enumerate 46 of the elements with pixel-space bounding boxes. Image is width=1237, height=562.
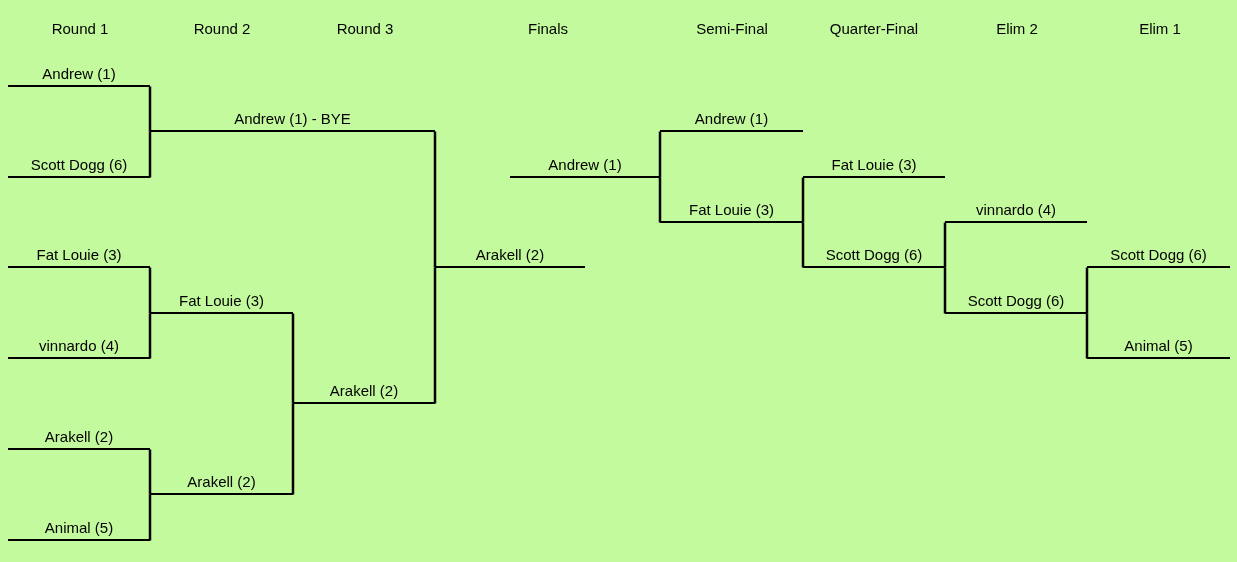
bracket-slot: Animal (5) [1087, 337, 1230, 359]
column-heading: Semi-Final [695, 20, 769, 37]
bracket-slot: Fat Louie (3) [660, 201, 803, 223]
bracket-connector [943, 267, 947, 314]
bracket-slot: Andrew (1) [660, 110, 803, 132]
bracket-connector [943, 222, 947, 268]
bracket-slot: vinnardo (4) [8, 337, 150, 359]
bracket-connector [801, 177, 805, 223]
bracket-slot: Animal (5) [8, 519, 150, 541]
bracket-slot: Fat Louie (3) [150, 292, 293, 314]
bracket-slot: Andrew (1) [510, 156, 660, 178]
column-heading: Round 3 [335, 20, 395, 37]
bracket-connector [1085, 313, 1089, 359]
bracket-slot: Andrew (1) - BYE [150, 110, 435, 132]
bracket-connector [148, 494, 152, 541]
column-heading: Round 1 [50, 20, 110, 37]
bracket-connector [148, 86, 152, 132]
bracket-slot: Scott Dogg (6) [8, 156, 150, 178]
bracket-connector [658, 177, 662, 223]
bracket-connector [148, 267, 152, 314]
column-heading: Quarter-Final [828, 20, 920, 37]
column-heading: Elim 1 [1138, 20, 1182, 37]
bracket-connector [433, 267, 437, 404]
bracket-connector [658, 131, 662, 178]
bracket-slot: Andrew (1) [8, 65, 150, 87]
bracket-slot: Scott Dogg (6) [803, 246, 945, 268]
bracket-connector [291, 403, 295, 495]
column-heading: Finals [527, 20, 569, 37]
bracket-connector [148, 131, 152, 178]
bracket-slot: Arakell (2) [150, 473, 293, 495]
bracket-slot: Scott Dogg (6) [945, 292, 1087, 314]
bracket-connector [148, 313, 152, 359]
bracket-connector [433, 131, 437, 268]
bracket-slot: Fat Louie (3) [803, 156, 945, 178]
bracket-connector [801, 222, 805, 268]
bracket-connector [291, 313, 295, 404]
bracket-connector [148, 449, 152, 495]
column-heading: Round 2 [192, 20, 252, 37]
bracket-slot: Fat Louie (3) [8, 246, 150, 268]
bracket-slot: vinnardo (4) [945, 201, 1087, 223]
column-heading: Elim 2 [995, 20, 1039, 37]
bracket-slot: Arakell (2) [8, 428, 150, 450]
bracket-slot: Arakell (2) [293, 382, 435, 404]
bracket-slot: Scott Dogg (6) [1087, 246, 1230, 268]
bracket-connector [1085, 267, 1089, 314]
bracket-slot: Arakell (2) [435, 246, 585, 268]
